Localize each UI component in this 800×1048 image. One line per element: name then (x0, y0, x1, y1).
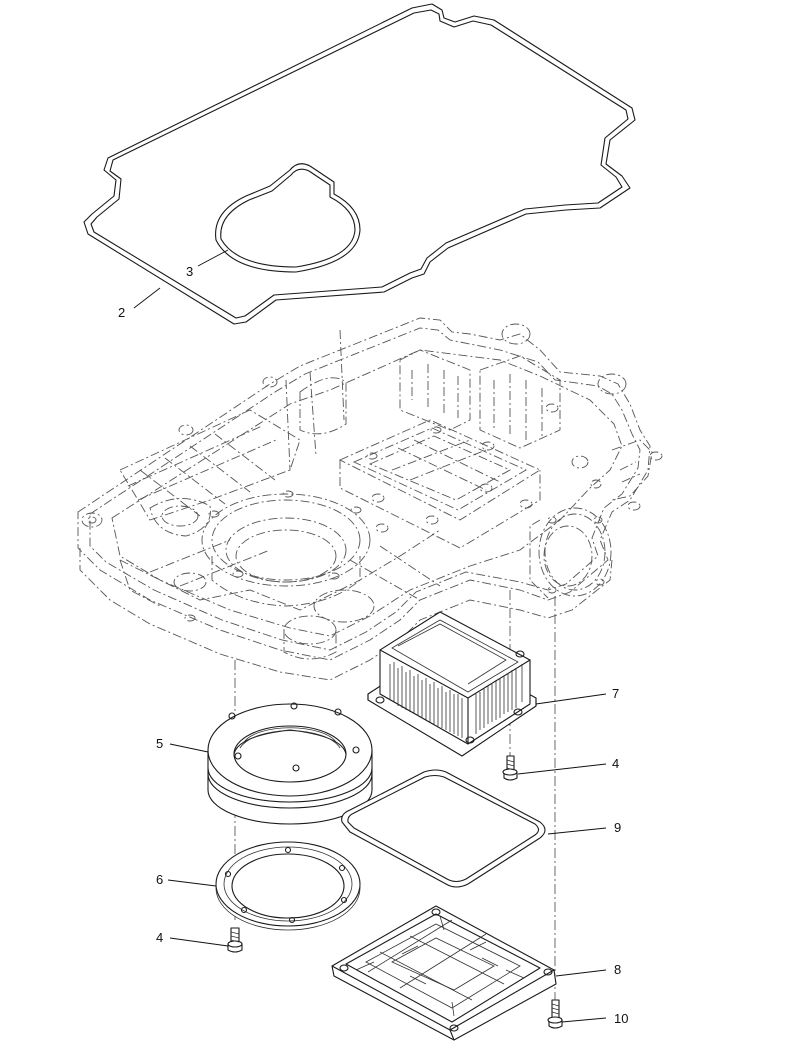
callout-3: 3 (186, 264, 193, 279)
outer-gasket (83, 3, 636, 325)
callout-5: 5 (156, 736, 163, 751)
screw (547, 999, 563, 1029)
electronics-module (367, 611, 537, 757)
callout-9: 9 (614, 820, 621, 835)
callout-2: 2 (118, 305, 125, 320)
callout-4-left: 4 (156, 930, 163, 945)
inner-gasket (215, 163, 361, 273)
cover-frame (331, 905, 557, 1041)
callout-10: 10 (614, 1011, 628, 1026)
callout-7: 7 (612, 686, 619, 701)
callout-4-right: 4 (612, 756, 619, 771)
callout-8: 8 (614, 962, 621, 977)
ring-spacer (207, 702, 373, 825)
leader-lines (133, 249, 607, 1023)
callout-labels: 2 3 5 6 4 7 4 9 8 10 (118, 264, 628, 1026)
rectangular-gasket (341, 769, 546, 888)
bolt-left (227, 927, 243, 953)
gasket-ring (215, 841, 361, 931)
callout-6: 6 (156, 872, 163, 887)
housing (77, 317, 663, 681)
bolt-right (502, 755, 518, 781)
